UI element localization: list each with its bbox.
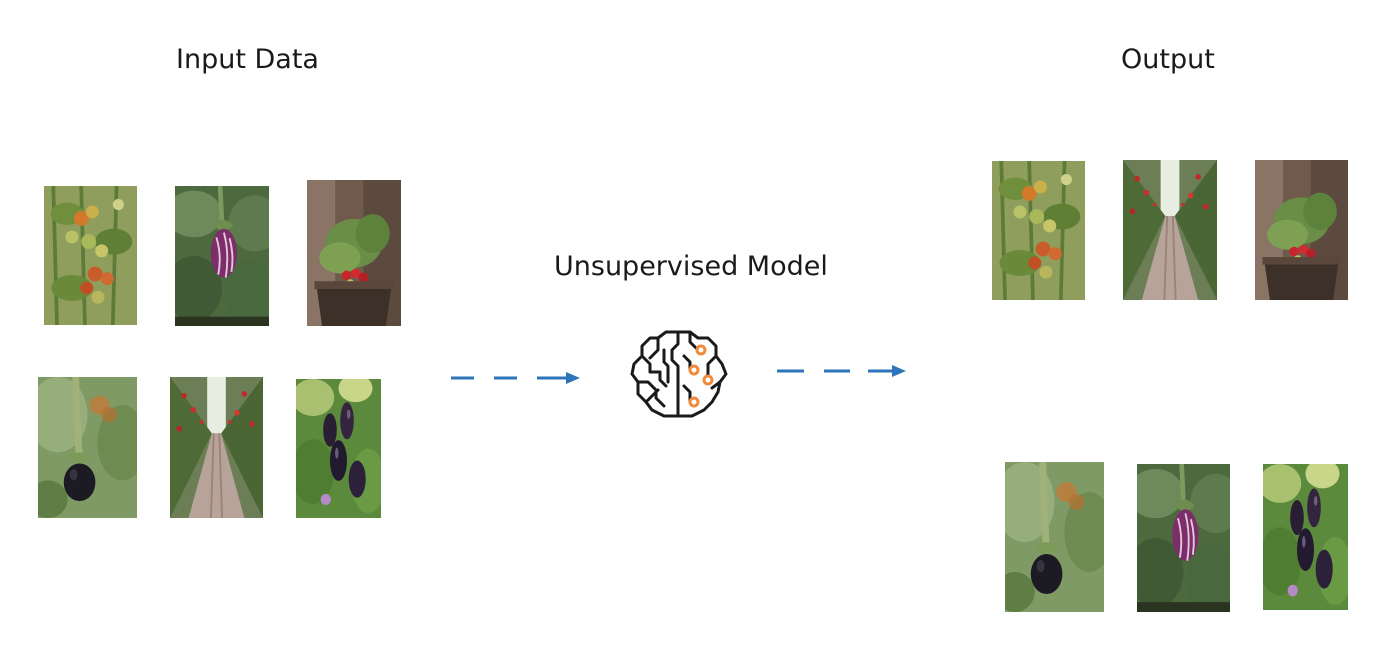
- output-image-striped-eggplant: [1137, 464, 1230, 612]
- input-image-tomato-vine: [44, 186, 137, 325]
- greenhouse-aisle-photo: [170, 377, 263, 518]
- input-image-striped-eggplant: [175, 186, 269, 326]
- potted-tomato-photo: [1255, 160, 1348, 300]
- brain-circuit-icon: [630, 330, 728, 418]
- output-image-eggplant-blurred: [1005, 462, 1104, 612]
- striped-eggplant-photo: [1137, 464, 1230, 612]
- striped-eggplant-photo: [175, 186, 269, 326]
- output-image-potted-tomato: [1255, 160, 1348, 300]
- model-heading: Unsupervised Model: [554, 251, 828, 282]
- input-image-greenhouse-aisle: [170, 377, 263, 518]
- eggplant-cluster-photo: [1263, 464, 1348, 610]
- arrow-head: [892, 365, 906, 377]
- eggplant-blurred-photo: [38, 377, 137, 518]
- output-image-tomato-vine: [992, 161, 1085, 300]
- input-image-potted-tomato: [307, 180, 401, 326]
- input-image-eggplant-cluster: [296, 379, 381, 518]
- dashed-arrow-left: [451, 372, 580, 384]
- dashed-arrow-right: [777, 365, 906, 377]
- eggplant-blurred-photo: [1005, 462, 1104, 612]
- input-image-eggplant-blurred: [38, 377, 137, 518]
- greenhouse-aisle-photo: [1123, 160, 1217, 300]
- arrow-head: [566, 372, 580, 384]
- output-image-greenhouse-aisle: [1123, 160, 1217, 300]
- tomato-vine-photo: [992, 161, 1085, 300]
- output-image-eggplant-cluster: [1263, 464, 1348, 610]
- potted-tomato-photo: [307, 180, 401, 326]
- eggplant-cluster-photo: [296, 379, 381, 518]
- output-heading: Output: [1121, 44, 1215, 75]
- input-data-heading: Input Data: [176, 44, 319, 75]
- tomato-vine-photo: [44, 186, 137, 325]
